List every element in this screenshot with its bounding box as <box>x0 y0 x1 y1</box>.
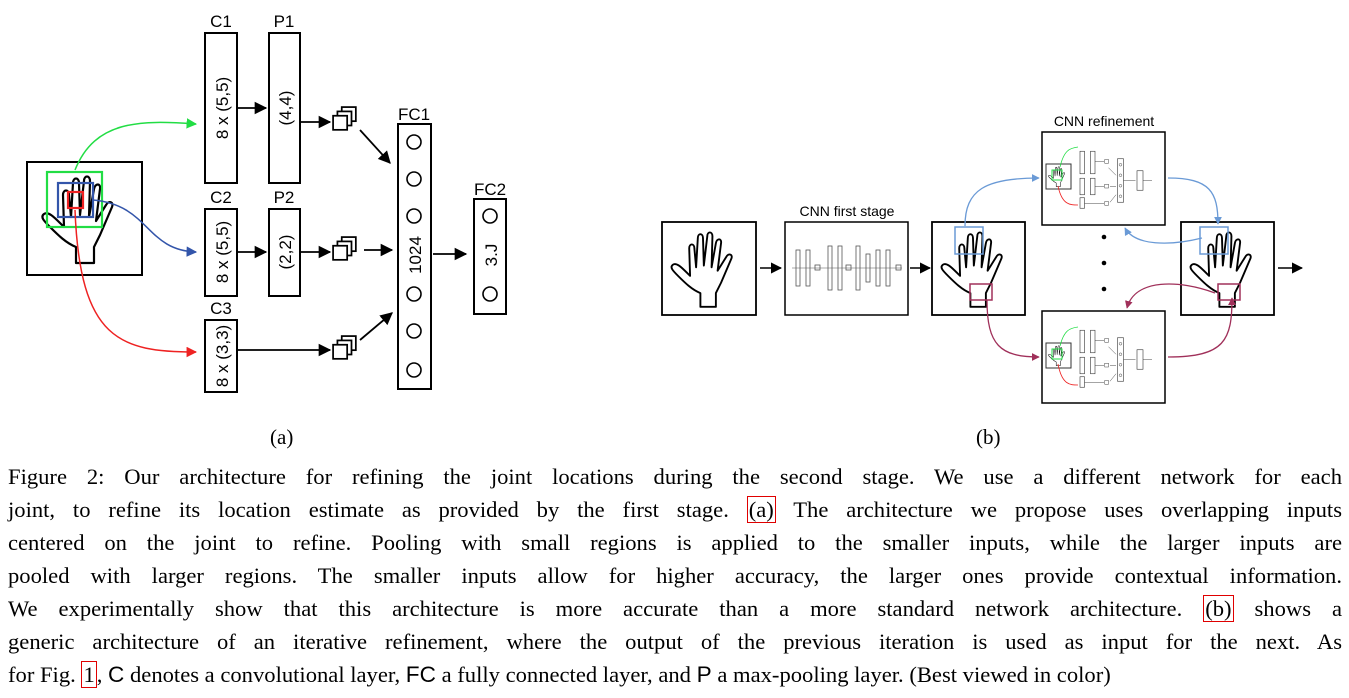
caption-line: Figure 2: Our architecture for refining … <box>8 464 1342 489</box>
cnn-refinement-bottom <box>1041 310 1166 404</box>
panel-b: CNN first stage CNN refinement <box>661 113 1304 404</box>
cnn-refinement-top: CNN refinement <box>1041 113 1166 226</box>
blue-refine-arrow-out <box>1167 177 1222 225</box>
first-stage-label: CNN first stage <box>800 203 895 219</box>
blue-loop-arrow <box>1124 227 1203 244</box>
caption-line: generic architecture of an iterative ref… <box>8 629 1342 654</box>
feature-maps-icon <box>332 335 357 360</box>
caption-line: for Fig. 1, C denotes a convolutional la… <box>8 661 1111 688</box>
symbol-p: P <box>696 662 712 687</box>
maroon-loop-arrow <box>1125 283 1216 309</box>
fc1-label: FC1 <box>398 105 430 124</box>
input-hand-image-b <box>661 221 757 316</box>
fc2-spec: 3.J <box>482 244 501 267</box>
cnn-first-stage: CNN first stage <box>784 203 909 316</box>
c1-label: C1 <box>210 12 232 31</box>
figure-caption: Figure 2: Our architecture for refining … <box>8 460 1342 691</box>
input-hand-image <box>26 161 143 276</box>
c3-label: C3 <box>210 299 232 318</box>
figure-2: C1 8 x (5,5) P1 (4,4) C2 8 x (5,5) P2 (2… <box>26 12 1304 404</box>
large-patch-box <box>45 170 104 229</box>
symbol-fc: FC <box>405 662 436 687</box>
refined-hand-image-1 <box>931 221 1026 316</box>
layer-c2: C2 8 x (5,5) <box>204 188 238 297</box>
c2-spec: 8 x (5,5) <box>213 221 232 283</box>
subfigure-b-ref-link[interactable]: (b) <box>1203 595 1234 622</box>
fc2-label: FC2 <box>474 180 506 199</box>
layer-c3: C3 8 x (3,3) <box>204 299 238 393</box>
feature-maps-icon <box>332 106 357 131</box>
refined-hand-image-2 <box>1180 221 1275 316</box>
green-input-arrow <box>74 118 198 171</box>
figure-1-ref-link[interactable]: 1 <box>81 661 97 688</box>
maroon-refine-arrow-in <box>986 299 1040 361</box>
p2-label: P2 <box>274 188 295 207</box>
feature-maps-icon <box>332 236 357 261</box>
layer-p2: P2 (2,2) <box>268 188 301 297</box>
layer-p1: P1 (4,4) <box>268 12 301 184</box>
subfigure-a-ref-link[interactable]: (a) <box>746 496 776 523</box>
c1-spec: 8 x (5,5) <box>213 77 232 139</box>
symbol-c: C <box>108 662 125 687</box>
small-patch-box <box>66 190 85 210</box>
layer-fc1: FC1 1024 <box>397 105 432 390</box>
blue-input-arrow <box>92 199 198 257</box>
fc1-spec: 1024 <box>406 236 425 274</box>
refinement-label: CNN refinement <box>1054 113 1154 129</box>
subfigure-a-label: (a) <box>270 425 294 449</box>
caption-line: pooled with larger regions. The smaller … <box>8 563 1342 588</box>
caption-line: joint, to refine its location estimate a… <box>8 496 1342 523</box>
panel-a: C1 8 x (5,5) P1 (4,4) C2 8 x (5,5) P2 (2… <box>26 12 507 393</box>
blue-refine-arrow-in <box>964 174 1040 227</box>
c2-label: C2 <box>210 188 232 207</box>
caption-line: centered on the joint to refine. Pooling… <box>8 530 1342 555</box>
p1-spec: (4,4) <box>276 91 295 126</box>
subfigure-b-label: (b) <box>976 425 1001 449</box>
maroon-refine-arrow-out <box>1167 297 1236 358</box>
red-input-arrow <box>74 209 198 358</box>
layer-fc2: FC2 3.J <box>473 180 507 315</box>
p2-spec: (2,2) <box>276 235 295 270</box>
caption-line: We experimentally show that this archite… <box>8 595 1342 622</box>
p1-label: P1 <box>274 12 295 31</box>
layer-c1: C1 8 x (5,5) <box>204 12 238 184</box>
c3-spec: 8 x (3,3) <box>213 325 232 387</box>
iteration-dots <box>1101 234 1107 292</box>
